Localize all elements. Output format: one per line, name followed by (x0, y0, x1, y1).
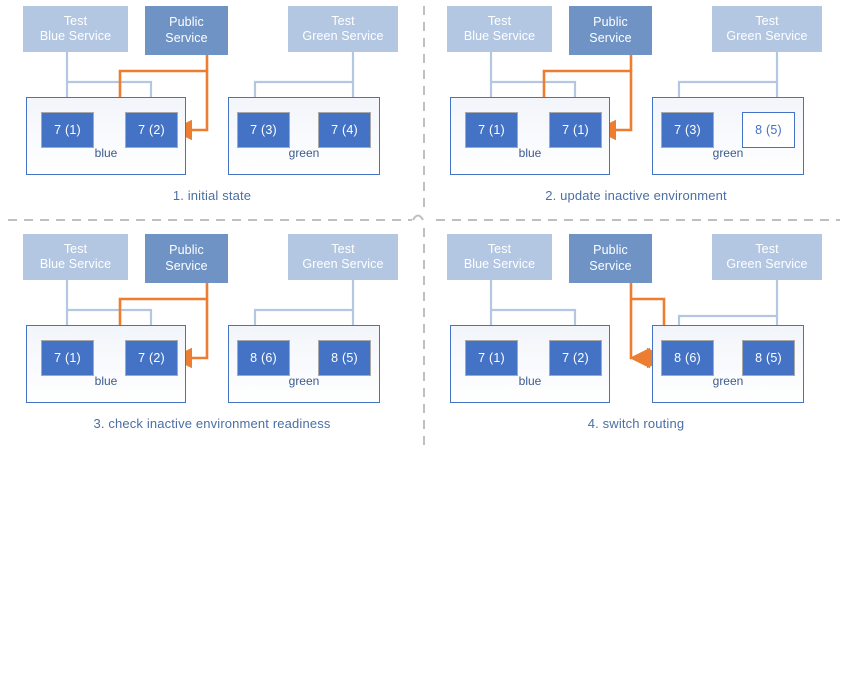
svc-line-2: Service (589, 30, 632, 45)
panel-3-test-green-route (245, 280, 363, 347)
panel-1-public-service[interactable]: Public Service (145, 6, 228, 55)
panel-4-test-green-service[interactable]: Test Green Service (712, 234, 822, 280)
quadrant-dividers (8, 6, 840, 450)
env-label-blue: blue (94, 374, 118, 388)
panel-1-blue-node-2[interactable]: 7 (2) (125, 112, 178, 148)
panel-4-test-green-route (669, 280, 787, 347)
panel-1-test-blue-service[interactable]: Test Blue Service (23, 6, 128, 52)
panel-3-blue-node-1[interactable]: 7 (1) (41, 340, 94, 376)
panel-4-blue-node-2[interactable]: 7 (2) (549, 340, 602, 376)
panel-4: Test Blue Service Public Service Test Gr… (424, 228, 848, 456)
diagram-canvas: Test Blue Service Public Service Test Gr… (0, 0, 848, 456)
panel-3-test-blue-route (57, 280, 161, 347)
svc-line-1: Test (755, 241, 779, 256)
panel-2-test-green-service[interactable]: Test Green Service (712, 6, 822, 52)
panel-3-caption: 3. check inactive environment readiness (93, 416, 331, 431)
svc-line-1: Test (331, 13, 355, 28)
panel-4-test-blue-service[interactable]: Test Blue Service (447, 234, 552, 280)
panel-3-green-node-1[interactable]: 8 (6) (237, 340, 290, 376)
svc-line-2: Green Service (726, 29, 808, 43)
svc-line-1: Test (63, 13, 88, 28)
svc-line-2: Service (165, 30, 208, 45)
svc-line-2: Blue Service (463, 257, 536, 271)
panel-3-public-service[interactable]: Public Service (145, 234, 228, 283)
panel-2-green-node-2[interactable]: 8 (5) (742, 112, 795, 148)
env-label-green: green (288, 374, 320, 388)
svc-line-1: Test (487, 13, 512, 28)
env-label-green: green (288, 146, 320, 160)
svc-line-1: Test (63, 241, 88, 256)
panel-1-caption: 1. initial state (172, 188, 252, 203)
panel-4-blue-node-1[interactable]: 7 (1) (465, 340, 518, 376)
panel-1-test-blue-route (57, 52, 161, 119)
svc-line-2: Service (165, 258, 208, 273)
svc-line-2: Blue Service (463, 29, 536, 43)
svc-line-1: Test (487, 241, 512, 256)
panel-1-green-node-1[interactable]: 7 (3) (237, 112, 290, 148)
divider-crossover-arc (412, 214, 424, 221)
svc-line-2: Blue Service (39, 257, 112, 271)
svc-line-1: Public (593, 243, 628, 258)
panel-2-blue-node-1[interactable]: 7 (1) (465, 112, 518, 148)
panel-4-connectors (481, 280, 787, 369)
panel-2: Test Blue Service Public Service Test Gr… (424, 0, 848, 228)
svc-line-2: Blue Service (39, 29, 112, 43)
svc-line-1: Public (169, 15, 204, 30)
panel-2-green-node-1[interactable]: 7 (3) (661, 112, 714, 148)
panel-1: Test Blue Service Public Service Test Gr… (0, 0, 424, 228)
panel-4-green-node-2[interactable]: 8 (5) (742, 340, 795, 376)
panel-2-test-green-route (669, 52, 787, 119)
panel-2-caption: 2. update inactive environment (545, 188, 727, 203)
svc-line-2: Green Service (302, 29, 384, 43)
env-label-blue: blue (518, 146, 542, 160)
panel-4-caption: 4. switch routing (587, 416, 685, 431)
panel-1-test-green-service[interactable]: Test Green Service (288, 6, 398, 52)
env-label-blue: blue (518, 374, 542, 388)
panel-4-public-service[interactable]: Public Service (569, 234, 652, 283)
panel-2-test-blue-service[interactable]: Test Blue Service (447, 6, 552, 52)
panel-4-green-node-1[interactable]: 8 (6) (661, 340, 714, 376)
panel-3: Test Blue Service Public Service Test Gr… (0, 228, 424, 456)
env-label-green: green (712, 374, 744, 388)
svc-line-2: Green Service (726, 257, 808, 271)
panel-3-test-green-service[interactable]: Test Green Service (288, 234, 398, 280)
env-label-blue: blue (94, 146, 118, 160)
panel-2-public-service[interactable]: Public Service (569, 6, 652, 55)
panel-3-blue-node-2[interactable]: 7 (2) (125, 340, 178, 376)
panel-2-test-blue-route (481, 52, 585, 119)
svc-line-1: Test (331, 241, 355, 256)
panel-1-test-green-route (245, 52, 363, 119)
svc-line-2: Service (589, 258, 632, 273)
svc-line-2: Green Service (302, 257, 384, 271)
panel-3-test-blue-service[interactable]: Test Blue Service (23, 234, 128, 280)
panel-2-blue-node-2[interactable]: 7 (1) (549, 112, 602, 148)
svc-line-1: Public (169, 243, 204, 258)
svc-line-1: Test (755, 13, 779, 28)
panel-4-test-blue-route (481, 280, 585, 347)
panel-1-blue-node-1[interactable]: 7 (1) (41, 112, 94, 148)
svc-line-1: Public (593, 15, 628, 30)
env-label-green: green (712, 146, 744, 160)
panel-1-green-node-2[interactable]: 7 (4) (318, 112, 371, 148)
panel-3-green-node-2[interactable]: 8 (5) (318, 340, 371, 376)
